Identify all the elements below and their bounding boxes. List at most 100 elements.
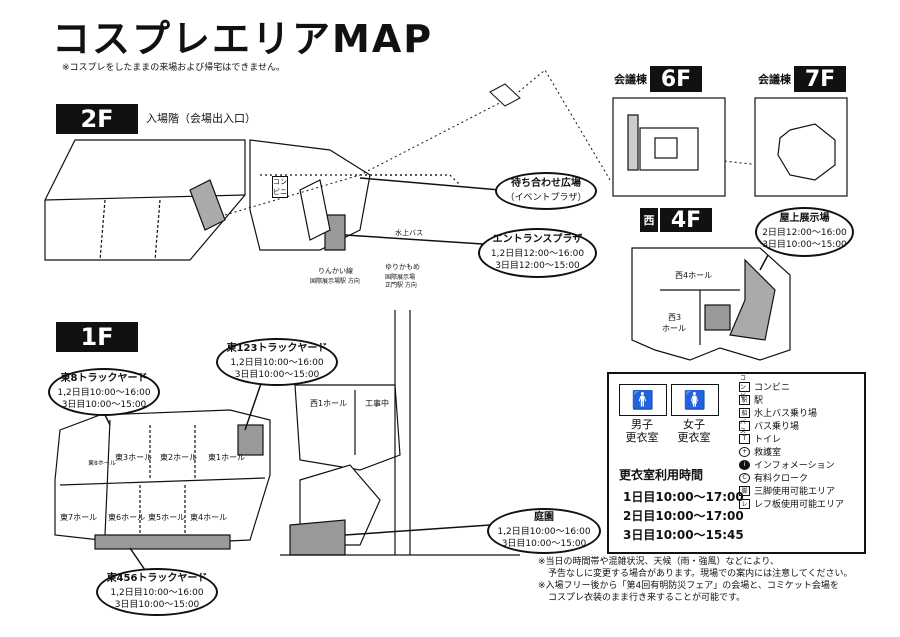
conveni-icon: コンビニ	[272, 176, 288, 198]
floor-4f-tag: 4F	[660, 208, 712, 233]
legend-label: 救護室	[754, 448, 782, 458]
callout-east123-name: 東123トラックヤード	[226, 343, 328, 354]
map-6f	[612, 97, 726, 197]
female-room-icon: 🚺	[671, 384, 719, 416]
toilet-icon: T	[739, 433, 750, 444]
label-east4-hall: 東4ホール	[190, 513, 228, 522]
callout-entrance-plaza: エントランスプラザ 1,2日目12:00～16:00 3日目12:00～15:0…	[478, 228, 597, 278]
schedule-day1: 1日目10:00～17:00	[623, 490, 744, 504]
callout-entrance-name: エントランスプラザ	[492, 234, 583, 245]
legend-item-reflector: レレフ板使用可能エリア	[739, 497, 844, 510]
floor-2f-tag: 2F	[56, 104, 138, 134]
legend-label: バス乗り場	[754, 422, 800, 432]
note-line-1: ※当日の時間帯や混雑状況、天候（雨・強風）などにより、	[538, 557, 780, 567]
bus-icon: バス	[739, 419, 750, 435]
header-note: ※コスプレをしたままの来場および帰宅はできません。	[62, 63, 286, 73]
cloak-icon: C	[739, 472, 750, 483]
callout-east123: 東123トラックヤード 1,2日目10:00～16:00 3日目10:00～15…	[216, 338, 338, 386]
label-construction: 工事中	[365, 399, 389, 408]
schedule-title: 更衣室利用時間	[619, 468, 704, 482]
conveni-legend-icon: コンビ	[739, 375, 750, 400]
callout-east8: 東8トラックヤード 1,2日目10:00～16:00 3日目10:00～15:0…	[48, 368, 160, 416]
legend-item-station: 駅駅	[739, 393, 844, 406]
legend-item-water-bus: 船水上バス乗り場	[739, 406, 844, 419]
reflector-icon: レ	[739, 498, 750, 509]
label-water-bus: 水上バス	[395, 229, 423, 237]
legend-item-tripod: 脚三脚使用可能エリア	[739, 484, 844, 497]
callout-okujo: 屋上展示場 2日目12:00～16:00 3日目10:00～15:00	[755, 207, 854, 257]
legend-label: トイレ	[754, 435, 782, 445]
label-rinkai: りんかい線	[318, 267, 353, 275]
note-line-4: コスプレ衣装のまま行き来することが可能です。	[548, 593, 746, 603]
callout-east456-line2: 3日目10:00～15:00	[114, 600, 200, 610]
label-west1-hall: 西1ホール	[310, 399, 348, 408]
floor-7f-header: 会議棟 7F	[758, 66, 846, 92]
floor-4f-header: 西 4F	[640, 208, 712, 233]
info-icon: i	[739, 459, 750, 470]
note-line-2: 予告なしに変更する場合があります。現場での案内には注意してください。	[548, 569, 853, 579]
floor-6f-header: 会議棟 6F	[614, 66, 702, 92]
floor-6f-tag: 6F	[650, 66, 702, 92]
floor-4f-prefix: 西	[640, 208, 658, 232]
note-line-3: ※入場フリー後から「第4回有明防災フェア」の会場と、コミケット会場を	[538, 581, 839, 591]
callout-east123-line2: 3日目10:00～15:00	[234, 370, 320, 380]
callout-teien-line1: 1,2日目10:00～16:00	[497, 527, 591, 537]
floor-7f-tag: 7F	[794, 66, 846, 92]
label-rinkai-sub: 国際展示場駅 方向	[310, 278, 360, 285]
callout-teien-line2: 3日目10:00～15:00	[501, 539, 587, 549]
callout-east456-line1: 1,2日目10:00～16:00	[110, 588, 204, 598]
legend-item-cloak: C 有料クローク	[739, 471, 844, 484]
legend-label: 三脚使用可能エリア	[754, 487, 836, 497]
label-east3-hall: 東3ホール	[115, 453, 153, 462]
label-east6-hall: 東6ホール	[108, 513, 146, 522]
tripod-icon: 脚	[739, 485, 750, 496]
legend-label: コンビニ	[754, 383, 791, 393]
callout-entrance-line1: 1,2日目12:00～16:00	[490, 249, 585, 259]
floor-6f-prefix: 会議棟	[614, 73, 647, 86]
callout-teien-name: 庭園	[534, 512, 554, 523]
legend-item-bus: バスバス乗り場	[739, 419, 844, 435]
callout-east456: 東456トラックヤード 1,2日目10:00～16:00 3日目10:00～15…	[96, 568, 218, 616]
male-room-icon: 🚹	[619, 384, 667, 416]
first-aid-icon: +	[739, 446, 750, 457]
legend-item-toilet: T トイレ	[739, 432, 844, 445]
callout-machiawase-sub: （イベントプラザ）	[505, 193, 587, 203]
callout-east8-line2: 3日目10:00～15:00	[61, 400, 147, 410]
map-7f	[754, 97, 848, 197]
legend-label: 駅	[754, 396, 764, 406]
callout-east8-line1: 1,2日目10:00～16:00	[57, 388, 151, 398]
label-yurikamome-sub2: 正門駅 方向	[385, 282, 417, 289]
callout-okujo-name: 屋上展示場	[779, 213, 830, 224]
label-west4-hall: 西4ホール	[675, 271, 713, 280]
floor-1f-tag: 1F	[56, 322, 138, 352]
map-4f	[631, 247, 791, 361]
floor-7f-prefix: 会議棟	[758, 73, 791, 86]
legend-label: 水上バス乗り場	[754, 409, 818, 419]
callout-east123-line1: 1,2日目10:00～16:00	[230, 358, 324, 368]
callout-machiawase: 待ち合わせ広場 （イベントプラザ）	[495, 172, 597, 210]
legend-label: 有料クローク	[754, 474, 809, 484]
callout-east456-name: 東456トラックヤード	[106, 573, 208, 584]
legend-label: レフ板使用可能エリア	[754, 500, 845, 510]
schedule-day2: 2日目10:00～17:00	[623, 509, 744, 523]
legend-item-conveni: コンビコンビニ	[739, 375, 844, 400]
label-east5-hall: 東5ホール	[148, 513, 186, 522]
page-title: コスプレエリアMAP	[52, 17, 434, 61]
floor-2f-label: 入場階（会場出入口）	[146, 112, 256, 125]
label-east8-hall: 東8ホール	[88, 460, 116, 467]
callout-teien: 庭園 1,2日目10:00～16:00 3日目10:00～15:00	[487, 508, 601, 554]
label-west3-b: ホール	[662, 324, 686, 333]
legend-panel: 🚹 🚺 男子 更衣室 女子 更衣室 コンビコンビニ 駅駅 船水上バス乗り場 バス…	[607, 372, 866, 554]
callout-okujo-line1: 2日目12:00～16:00	[762, 228, 847, 238]
schedule-day3: 3日目10:00～15:45	[623, 528, 744, 542]
label-east1-hall: 東1ホール	[208, 453, 246, 462]
label-yurikamome-sub: 国際展示場	[385, 274, 416, 281]
female-room-label: 女子 更衣室	[677, 418, 711, 444]
notes: ※当日の時間帯や混雑状況、天候（雨・強風）などにより、 予告なしに変更する場合が…	[538, 556, 853, 604]
station-icon: 駅	[739, 394, 750, 405]
label-west3-a: 西3	[668, 313, 682, 322]
male-room-label: 男子 更衣室	[625, 418, 659, 444]
callout-machiawase-name: 待ち合わせ広場	[511, 178, 581, 189]
